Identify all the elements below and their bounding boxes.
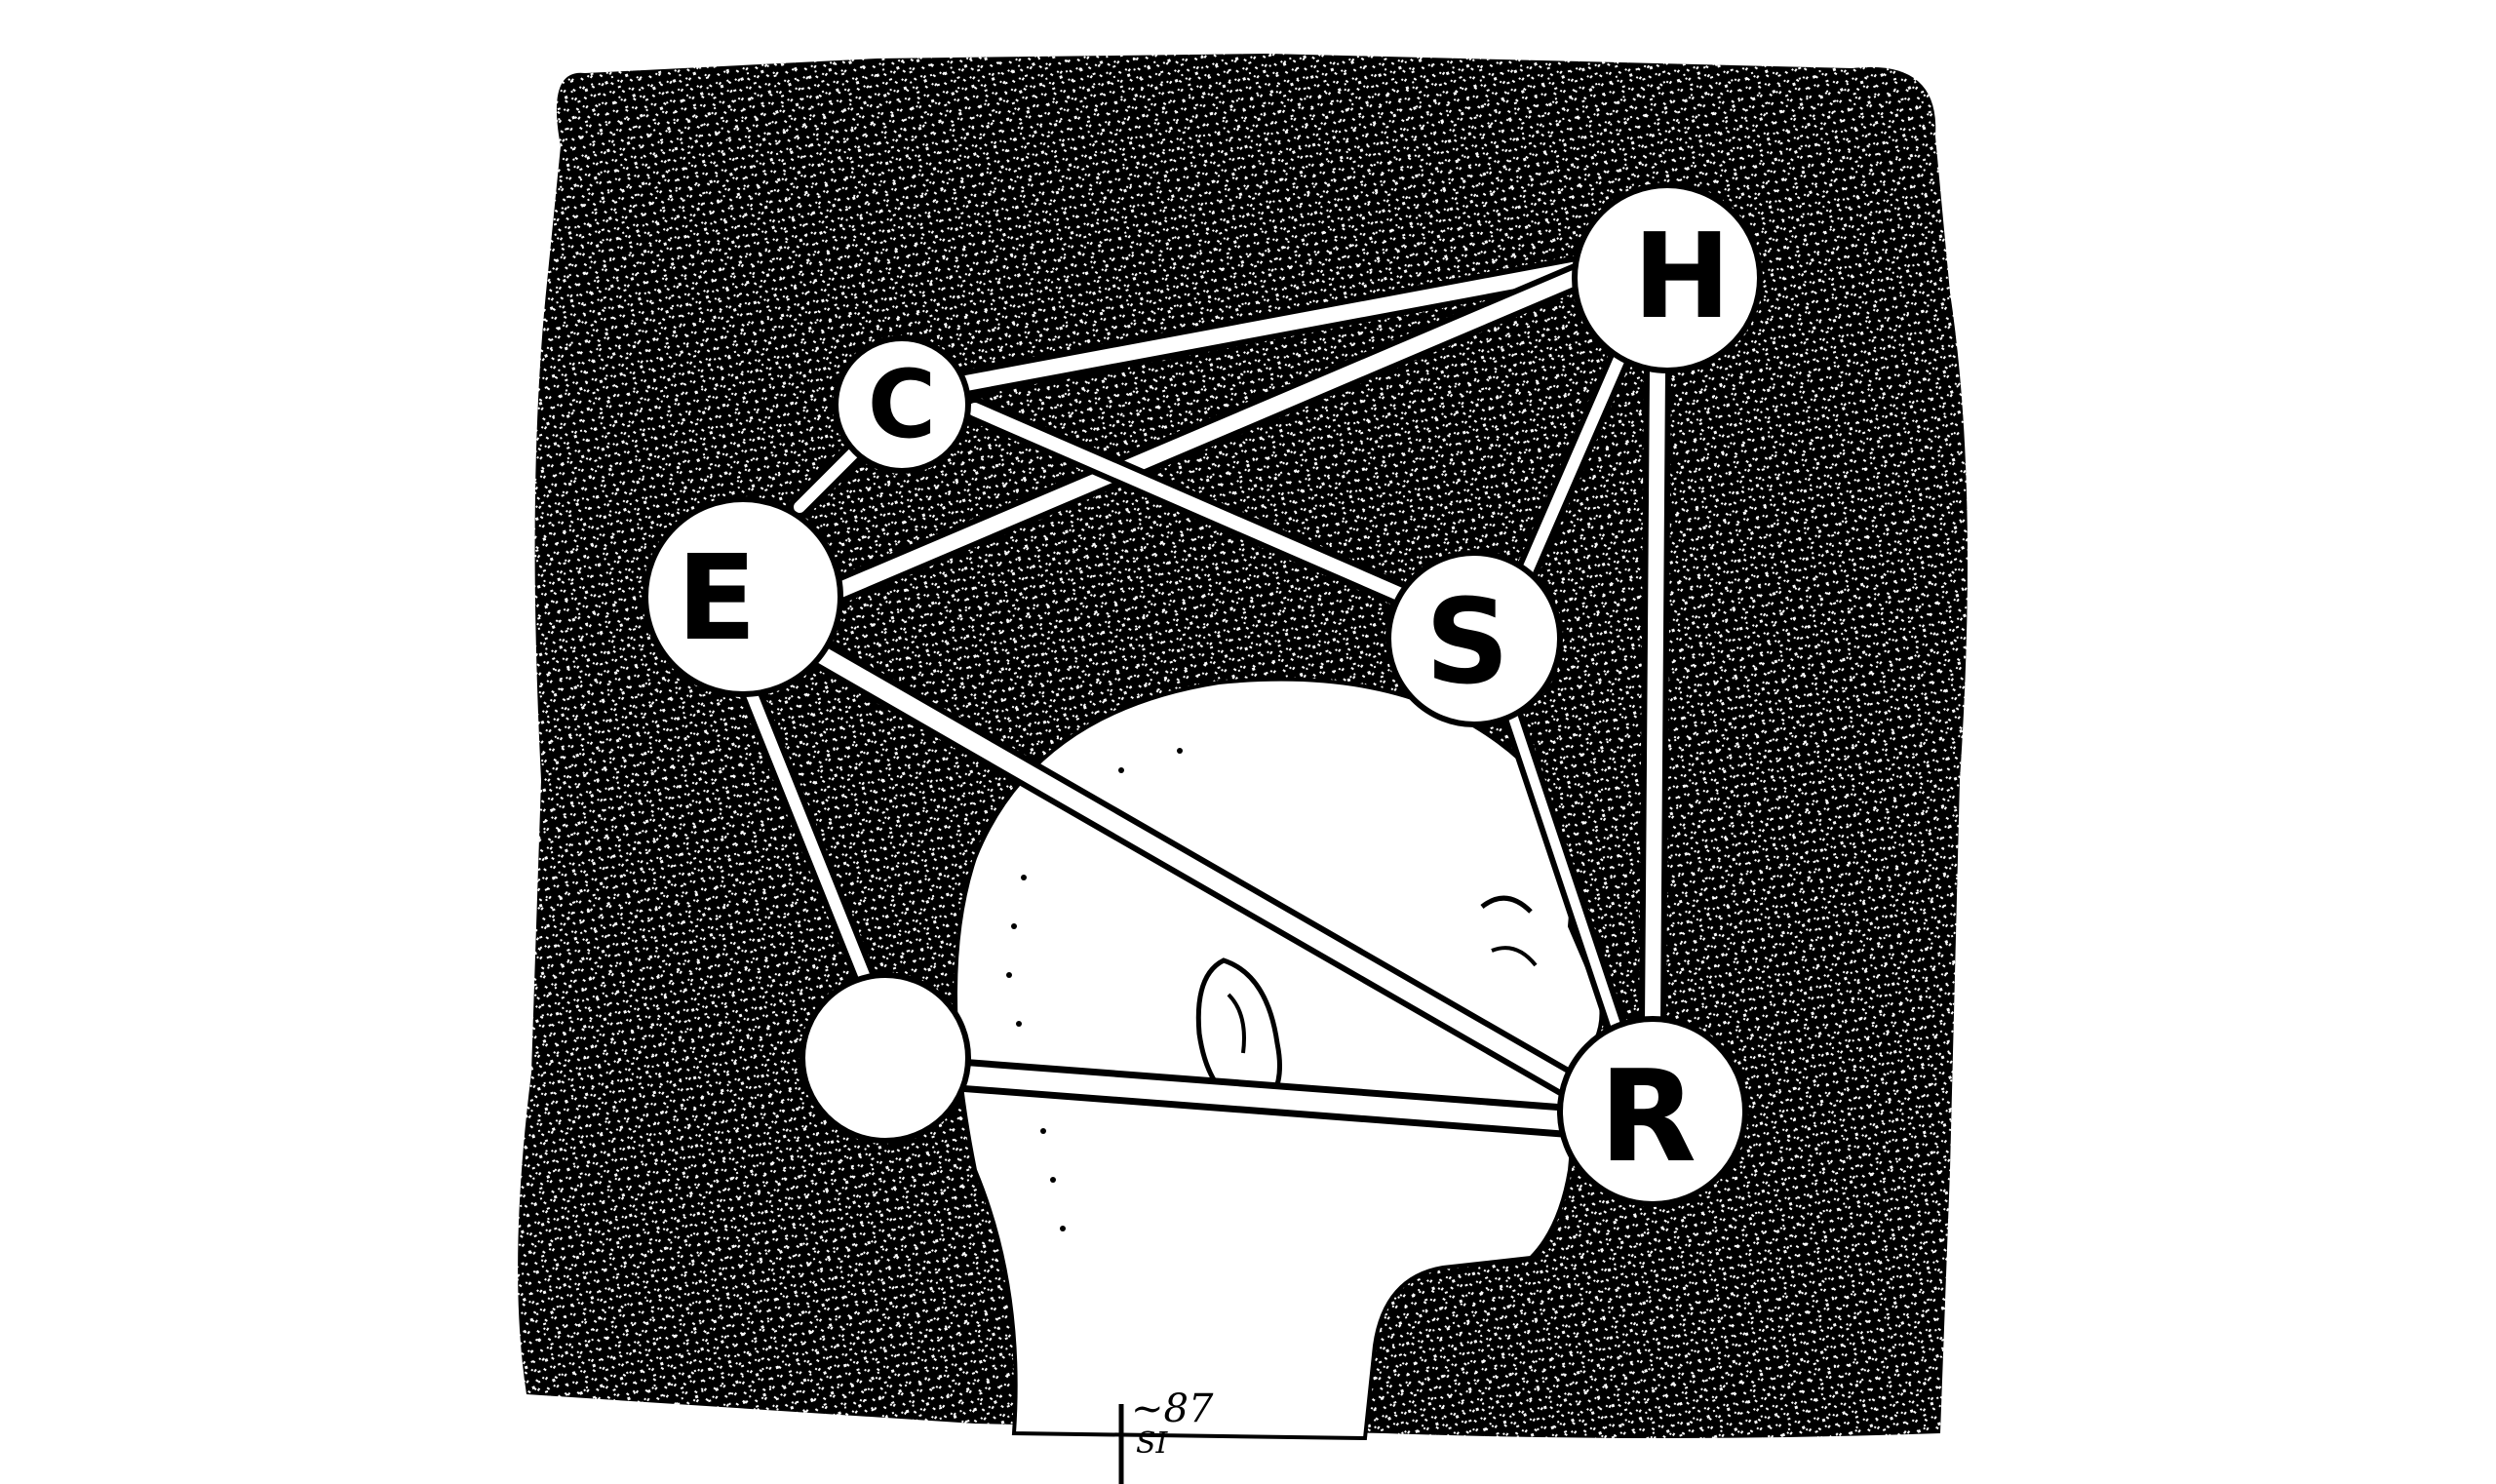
bond-h-r-inner [1645,363,1665,1032]
bond-e-u-inner [745,686,874,991]
bond-u-r-inner [916,1063,1580,1131]
bonds [739,250,1671,1138]
node-s-label: S [1425,575,1509,711]
bond-c-h-inner [948,255,1617,393]
node-c: C [833,335,971,474]
node-unlabeled [800,972,971,1144]
signature-line1: ~87 [1131,1386,1214,1431]
node-r: R [1557,1016,1748,1207]
bond-e-r-inner [810,644,1608,1111]
artist-signature: ~87 SI [1118,1386,1214,1484]
bond-s-r-inner [1506,707,1623,1038]
signature-line2: SI [1136,1426,1169,1461]
bond-e-h-inner [821,255,1617,603]
bond-e-c-inner [794,443,864,513]
node-e: E [643,496,843,697]
bond-c-s-inner [968,403,1430,611]
node-s: S [1385,550,1563,727]
node-h: H [1572,182,1763,373]
bond-h-s-inner [1515,355,1624,591]
node-r-label: R [1599,1042,1696,1191]
node-e-label: E [677,531,757,667]
node-c-label: C [868,350,936,459]
node-h-label: H [1633,210,1731,345]
